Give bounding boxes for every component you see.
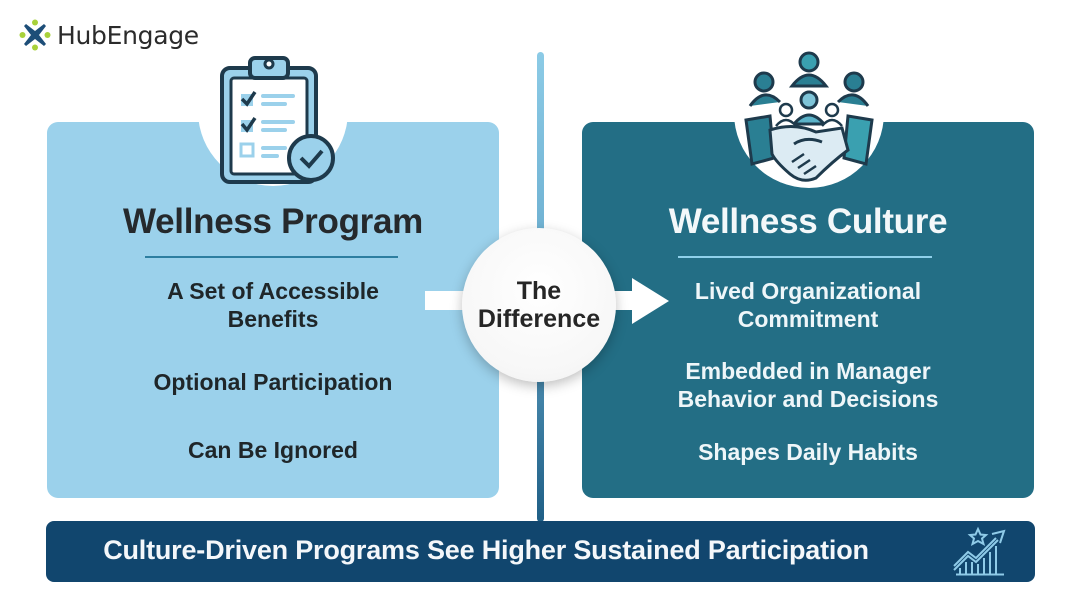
point-item: Lived Organizational Commitment — [694, 278, 922, 332]
difference-label-line1: The — [516, 277, 562, 305]
brand-name: HubEngage — [57, 20, 199, 50]
clipboard-checklist-icon — [220, 56, 335, 184]
panel-title: Wellness Culture — [668, 202, 948, 241]
difference-label-line2: Difference — [477, 305, 601, 333]
banner-text: Culture-Driven Programs See Higher Susta… — [103, 535, 869, 565]
point-item: Embedded in Manager Behavior and Decisio… — [677, 358, 939, 412]
title-underline — [678, 256, 932, 258]
right-arrow-icon — [632, 278, 669, 324]
team-handshake-icon — [744, 51, 874, 182]
wellness-program-panel: Wellness Program A Set of Accessible Ben… — [47, 122, 499, 498]
panel-title: Wellness Program — [123, 202, 423, 241]
point-item: Shapes Daily Habits — [698, 439, 918, 465]
point-item: Optional Participation — [153, 369, 393, 395]
hubengage-x-logo-icon — [19, 19, 51, 51]
brand-logo: HubEngage — [19, 19, 199, 51]
the-difference-badge: The Difference — [462, 228, 616, 382]
growth-chart-star-icon — [953, 526, 1006, 576]
point-item: A Set of Accessible Benefits — [167, 278, 379, 332]
conclusion-banner: Culture-Driven Programs See Higher Susta… — [46, 521, 1035, 582]
point-item: Can Be Ignored — [188, 437, 358, 463]
title-underline — [145, 256, 398, 258]
